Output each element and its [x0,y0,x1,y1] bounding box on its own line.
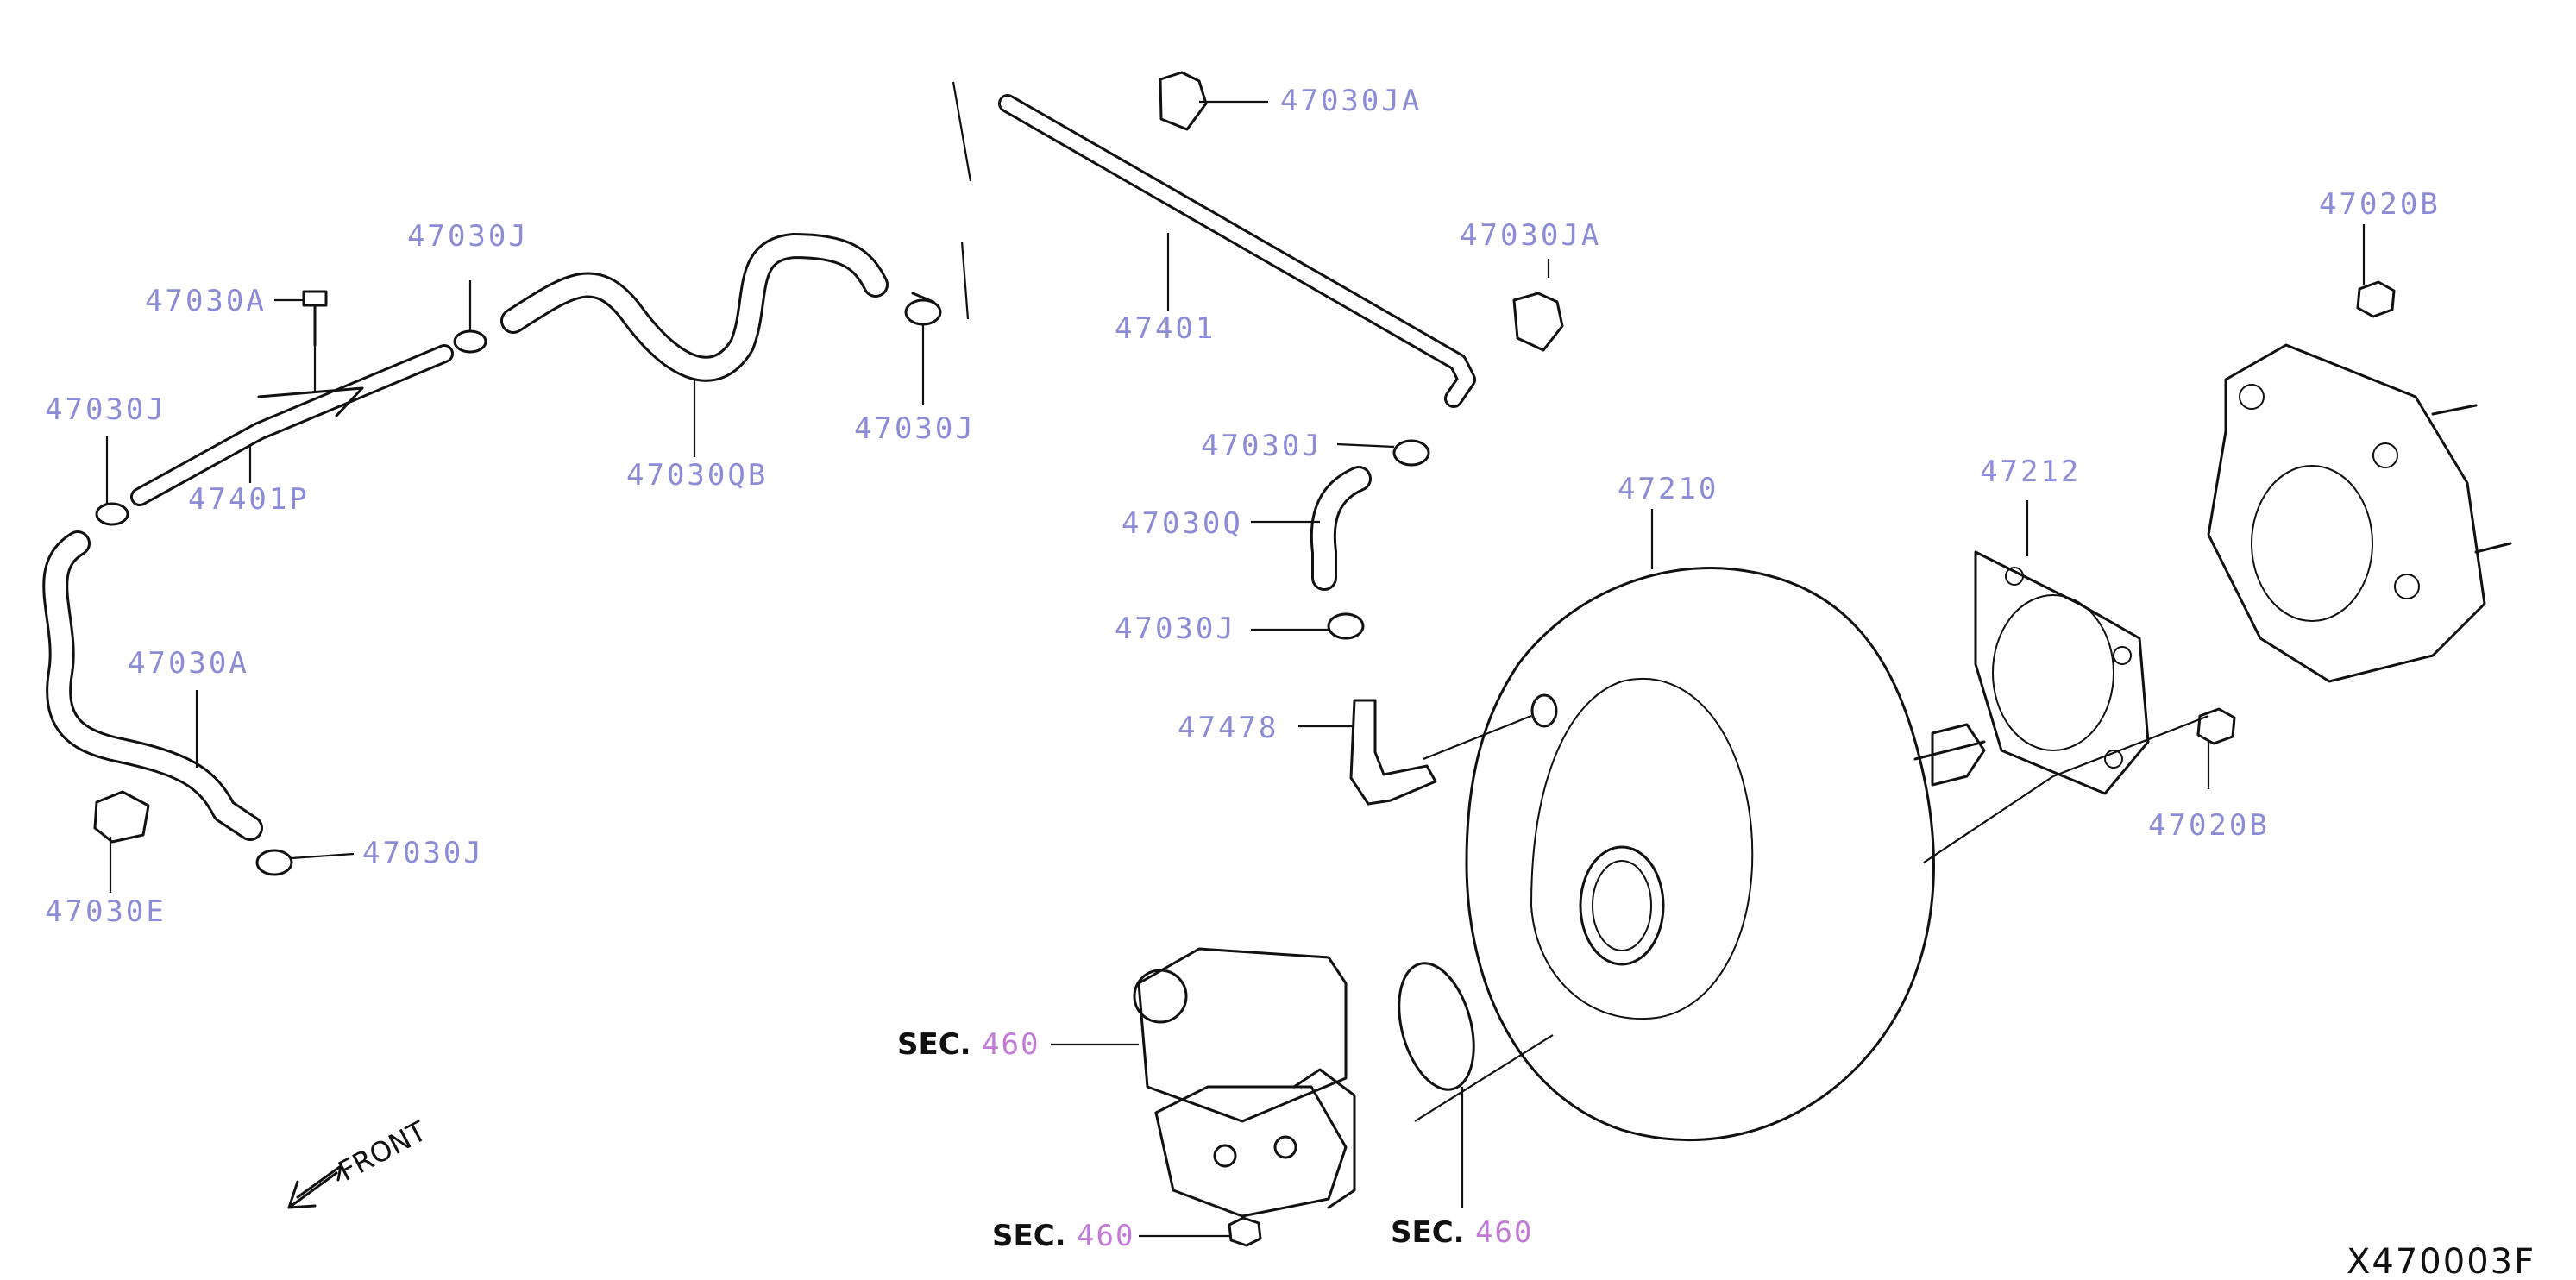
hose-47030q [1251,466,1372,591]
tube-47401p [130,344,454,506]
o-ring-sec460 [1398,962,1475,1208]
grommet-47030e [93,790,150,893]
label-47401p: 47401P [188,482,310,517]
master-cylinder [1051,947,1356,1218]
label-47030a-hose: 47030A [128,646,249,681]
label-47030a: 47030A [145,284,267,318]
label-47210: 47210 [1618,472,1718,506]
label-47030ja-mid: 47030JA [1460,218,1601,253]
label-47030q: 47030Q [1122,506,1243,541]
clamp-47030j-left [95,436,129,526]
label-47030j-left: 47030J [45,392,166,427]
bolt-47030a [274,290,328,392]
sec-number-oring: 460 [1475,1215,1533,1250]
sec-prefix-oring: SEC. [1391,1215,1465,1250]
label-47030e: 47030E [45,894,166,929]
clamp-47030j-right [1336,439,1430,467]
front-label: FRONT [333,1114,432,1188]
bracket-47020b [2196,224,2512,789]
label-47030j-top: 47030J [407,219,529,254]
clamp-47030j-lower [1251,612,1365,640]
sec-prefix-nut: SEC. [992,1219,1066,1253]
clamp-47030j-top [453,280,487,354]
nut-sec460 [1139,1216,1262,1247]
sec-number-master: 460 [982,1027,1040,1062]
label-47030j-right: 47030J [1201,429,1323,463]
tube-47401 [952,81,1476,408]
front-arrow: FRONT [287,1114,432,1209]
label-47030j-bottom: 47030J [362,836,484,870]
diagram-id: X470003F [2347,1242,2535,1280]
clip-47030ja-mid [1512,259,1564,352]
hose-47030qb [500,233,889,457]
brake-booster-47210 [1414,509,2209,1142]
sec-prefix-master: SEC. [897,1027,971,1062]
clip-47030ja-top [1159,71,1268,131]
sec-number-nut: 460 [1077,1219,1134,1253]
clamp-47030j-bottom [255,849,355,876]
gasket-47212 [1974,500,2150,795]
label-47401: 47401 [1115,311,1216,346]
label-47478: 47478 [1178,711,1279,745]
label-47020b-bottom: 47020B [2148,808,2270,843]
label-47030ja-top: 47030JA [1280,84,1422,118]
fitting-47478 [1298,693,1558,806]
label-47020b-top: 47020B [2319,187,2441,222]
hose-47030a [42,530,263,841]
label-47030j-lower: 47030J [1115,612,1236,646]
clamp-47030j-center [904,292,942,405]
label-47030j-center: 47030J [854,411,976,446]
label-47030qb: 47030QB [626,458,768,493]
label-47212: 47212 [1980,455,2081,489]
